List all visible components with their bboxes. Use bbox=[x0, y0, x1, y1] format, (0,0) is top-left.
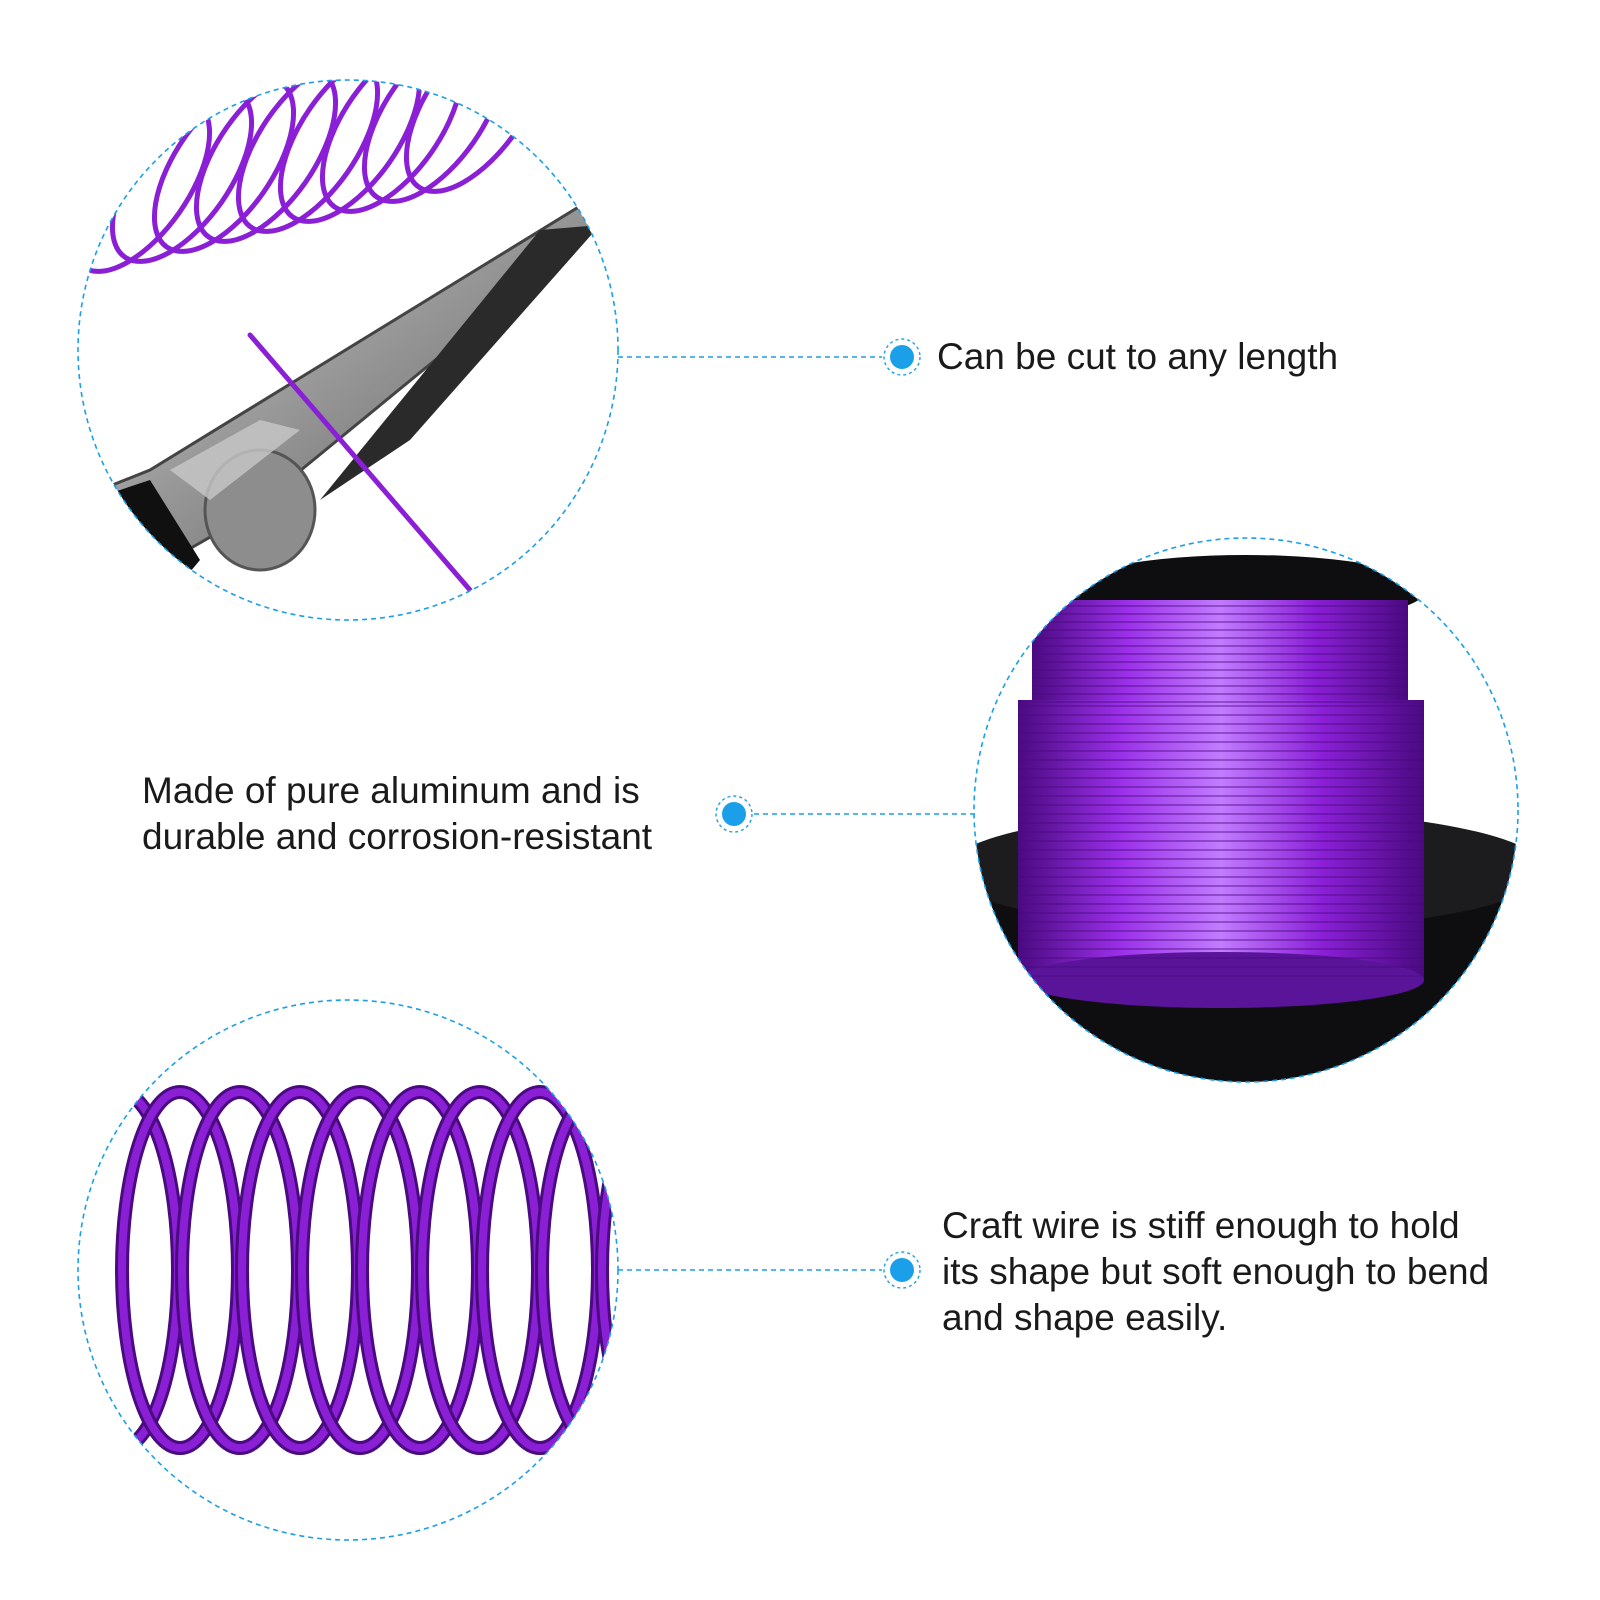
coil-loop bbox=[193, 80, 339, 244]
feature-line: Craft wire is stiff enough to hold bbox=[942, 1205, 1460, 1246]
feature-line: its shape but soft enough to bend bbox=[942, 1251, 1490, 1292]
pliers-icon bbox=[80, 197, 602, 620]
callout-dot-icon bbox=[715, 795, 753, 833]
coil-loop-highlight bbox=[598, 1088, 618, 1452]
wire-strand bbox=[247, 332, 473, 593]
feature-text-flex: Craft wire is stiff enough to hold its s… bbox=[942, 1203, 1489, 1341]
callout-material bbox=[715, 795, 976, 833]
feature-line: Made of pure aluminum and is bbox=[142, 770, 640, 811]
feature-text-material: Made of pure aluminum and is durable and… bbox=[142, 768, 652, 860]
feature-line: and shape easily. bbox=[942, 1297, 1228, 1338]
coil-photo bbox=[77, 999, 619, 1541]
callout-dot-icon bbox=[883, 1251, 921, 1289]
pliers-photo bbox=[77, 79, 619, 621]
coil-loop bbox=[235, 80, 381, 234]
feature-text-cut: Can be cut to any length bbox=[937, 334, 1338, 380]
coil-loop bbox=[361, 80, 507, 204]
callout-cut bbox=[618, 338, 921, 376]
coil-loop bbox=[319, 80, 465, 214]
wire-spool-icon bbox=[974, 555, 1518, 1082]
callout-flex bbox=[618, 1251, 921, 1289]
coil-loop bbox=[277, 80, 423, 224]
feature-line: durable and corrosion-resistant bbox=[142, 816, 653, 857]
callout-dot-icon bbox=[883, 338, 921, 376]
spool-photo bbox=[973, 537, 1519, 1083]
wire-coil-icon bbox=[78, 1085, 618, 1455]
feature-line: Can be cut to any length bbox=[937, 336, 1339, 377]
